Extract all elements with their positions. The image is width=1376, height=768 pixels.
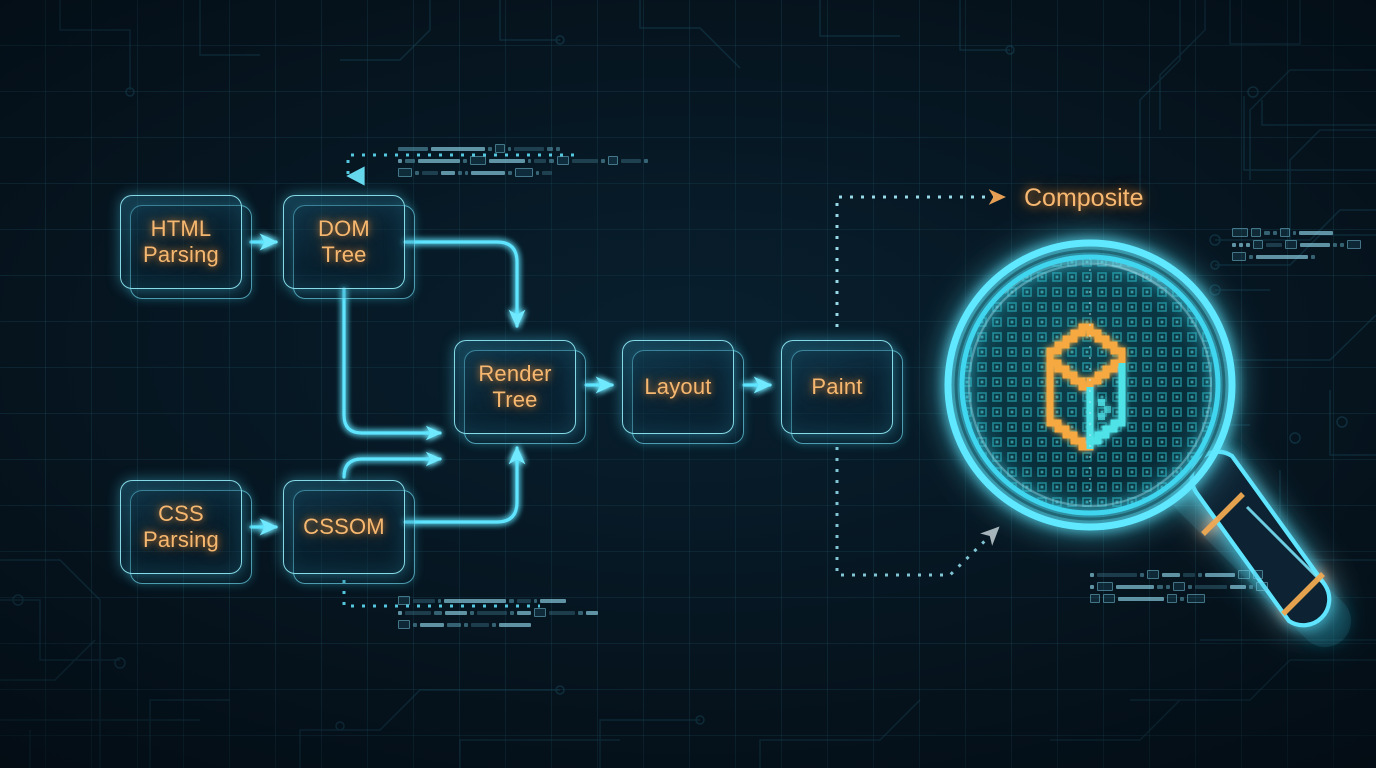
node-label: Layout [644, 374, 712, 400]
node-label: CSSOM [303, 514, 385, 540]
node-label: CSS Parsing [143, 501, 219, 552]
node-body: Layout [622, 340, 734, 434]
node-shadow-layer [293, 205, 415, 299]
node-body: Paint [781, 340, 893, 434]
node-dom-tree[interactable]: DOM Tree [283, 195, 415, 299]
code-blob-bottom [398, 596, 598, 632]
node-label: Render Tree [478, 361, 552, 412]
node-render-tree[interactable]: Render Tree [454, 340, 586, 444]
node-body: DOM Tree [283, 195, 405, 289]
magnifier-handle [1170, 449, 1351, 647]
code-blob-top [398, 144, 648, 180]
pixel-cube-icon [1046, 323, 1126, 451]
node-html-parsing[interactable]: HTML Parsing [120, 195, 252, 299]
code-blob-lower [1090, 570, 1268, 606]
node-label: HTML Parsing [143, 216, 219, 267]
node-layout[interactable]: Layout [622, 340, 744, 444]
node-body: CSS Parsing [120, 480, 242, 574]
node-label: Paint [811, 374, 863, 400]
node-paint[interactable]: Paint [781, 340, 903, 444]
lens-rim [944, 239, 1236, 531]
node-shadow-layer [293, 490, 415, 584]
node-body: HTML Parsing [120, 195, 242, 289]
code-blob-right [1232, 228, 1361, 264]
label-composite: Composite [1024, 184, 1144, 212]
node-label: DOM Tree [318, 216, 370, 267]
node-body: Render Tree [454, 340, 576, 434]
node-cssom[interactable]: CSSOM [283, 480, 415, 584]
node-body: CSSOM [283, 480, 405, 574]
lens-interior [962, 257, 1218, 513]
node-css-parsing[interactable]: CSS Parsing [120, 480, 252, 584]
